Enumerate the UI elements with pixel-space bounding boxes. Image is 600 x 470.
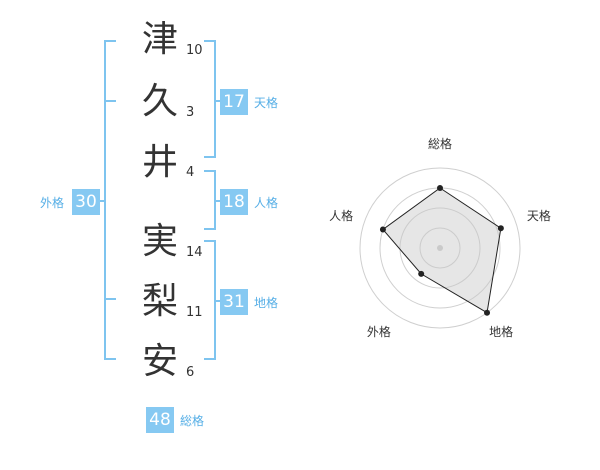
jinkaku-label: 人格	[254, 196, 279, 210]
grid-ring	[359, 167, 521, 329]
grid-ring	[399, 207, 481, 289]
stroke-count: 3	[186, 105, 195, 120]
stroke-count: 11	[186, 305, 203, 320]
stroke-count: 4	[186, 165, 195, 180]
name-char: 安	[141, 341, 178, 382]
axis-label: 天格	[527, 208, 551, 223]
stroke-count: 14	[186, 245, 203, 260]
soukaku-value: 48	[146, 407, 174, 433]
stroke-count: 6	[186, 365, 195, 380]
gaikaku-label: 外格	[40, 196, 65, 210]
name-char: 梨	[141, 281, 178, 322]
gaikaku-value: 30	[72, 189, 100, 215]
axis-label: 総格	[428, 136, 452, 151]
data-point	[497, 225, 504, 232]
tenkaku-value: 17	[220, 89, 248, 115]
name-char: 実	[141, 221, 178, 262]
center-dot	[437, 245, 443, 251]
data-point	[484, 309, 491, 316]
data-point	[437, 185, 443, 191]
chikaku-value: 31	[220, 289, 248, 315]
soukaku-label: 総格	[180, 414, 205, 428]
jinkaku-value: 18	[220, 189, 248, 215]
axis-label: 地格	[489, 324, 513, 339]
name-char: 井	[141, 142, 178, 183]
data-point	[418, 270, 425, 277]
data-point	[379, 226, 386, 233]
name-char: 久	[141, 81, 178, 122]
name-char: 津	[141, 19, 178, 60]
data-polygon	[382, 187, 502, 314]
tenkaku-label: 天格	[254, 96, 279, 110]
chikaku-label: 地格	[254, 296, 279, 310]
axis-label: 人格	[329, 208, 353, 223]
grid-ring	[419, 227, 461, 269]
stroke-count: 10	[186, 43, 203, 58]
axis-label: 外格	[367, 324, 391, 339]
